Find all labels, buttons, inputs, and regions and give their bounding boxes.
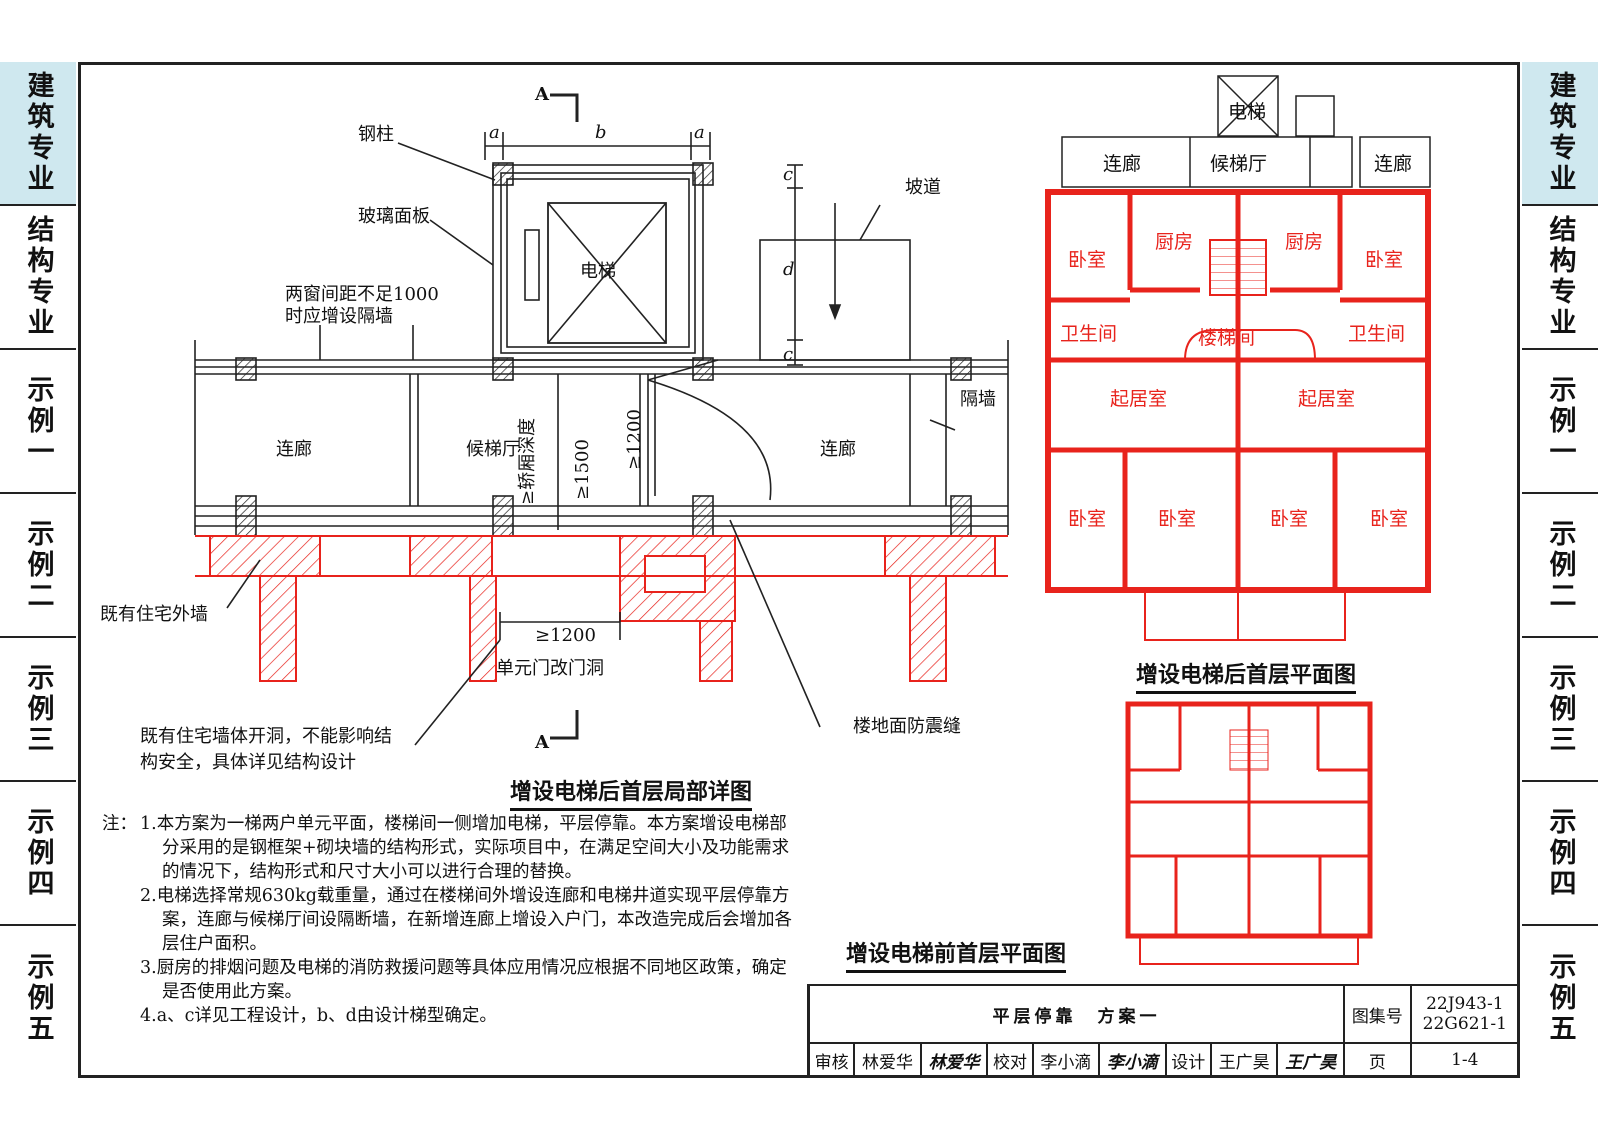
sheet-title: 平层停靠 方案一 — [807, 984, 1346, 1044]
detail-drawing — [194, 93, 1009, 746]
window-note-2: 时应增设隔墙 — [285, 306, 393, 327]
detail-caption: 增设电梯后首层局部详图 — [510, 774, 753, 811]
notes-label: 注： — [102, 814, 137, 834]
seismic-joint-label: 楼地面防震缝 — [853, 716, 961, 737]
after-elevator: 电梯 — [1228, 101, 1266, 123]
tab-architecture[interactable]: 建筑专业 — [0, 62, 76, 206]
partition-label: 隔墙 — [960, 389, 996, 410]
corridor-label-right: 连廊 — [820, 439, 856, 460]
tab-example-2[interactable]: 示例二 — [1522, 494, 1598, 638]
detail-labels: A A a b a c d c 钢柱 玻璃面板 两窗间距不足1000 时应增设隔… — [100, 84, 996, 773]
dim-a-right: a — [694, 122, 705, 143]
after-kitchen-right: 厨房 — [1285, 231, 1323, 253]
plan-after-labels: 电梯 连廊 候梯厅 连廊 厨房 厨房 卧室 卧室 卫生间 卫生间 楼梯间 起居室… — [1060, 101, 1412, 530]
plan-before — [1125, 701, 1373, 965]
after-bath-right: 卫生间 — [1348, 323, 1405, 345]
after-kitchen-left: 厨房 — [1155, 231, 1193, 253]
steel-column-label: 钢柱 — [358, 124, 394, 145]
unit-door-label: 单元门改门洞 — [496, 658, 604, 679]
tab-structure[interactable]: 结构专业 — [1522, 206, 1598, 350]
dim-d: d — [783, 259, 795, 280]
tab-example-3[interactable]: 示例三 — [1522, 638, 1598, 782]
plan-after-caption: 增设电梯后首层平面图 — [1136, 657, 1357, 694]
elevator-label: 电梯 — [580, 261, 616, 282]
tab-example-3[interactable]: 示例三 — [0, 638, 76, 782]
dim-c-bottom: c — [783, 344, 793, 365]
section-mark-bottom: A — [534, 732, 550, 753]
design-signature: 王广昊 — [1276, 1042, 1346, 1078]
after-corridor-right: 连廊 — [1374, 153, 1412, 175]
side-tabs-right: 建筑专业 结构专业 示例一 示例二 示例三 示例四 示例五 — [1522, 62, 1598, 1080]
check-label: 校对 — [986, 1042, 1034, 1078]
after-bedroom-ne: 卧室 — [1365, 249, 1403, 271]
atlas-number-2: 22G621-1 — [1422, 1014, 1507, 1034]
tab-example-1[interactable]: 示例一 — [0, 350, 76, 494]
after-lobby: 候梯厅 — [1210, 153, 1267, 175]
tab-structure[interactable]: 结构专业 — [0, 206, 76, 350]
page-label: 页 — [1343, 1042, 1412, 1078]
lobby-label: 候梯厅 — [466, 439, 520, 460]
note-item: 1.本方案为一梯两户单元平面，楼梯间一侧增加电梯，平层停靠。本方案增设电梯部分采… — [140, 814, 790, 882]
review-label: 审核 — [807, 1042, 856, 1078]
corridor-label-left: 连廊 — [276, 439, 312, 460]
tab-architecture[interactable]: 建筑专业 — [1522, 62, 1598, 206]
check-name: 李小滴 — [1031, 1042, 1101, 1078]
review-signature: 林爱华 — [919, 1042, 989, 1078]
plan-after — [1045, 75, 1431, 641]
section-mark-top: A — [534, 84, 550, 105]
page-number: 1-4 — [1409, 1042, 1521, 1078]
tab-example-4[interactable]: 示例四 — [0, 782, 76, 926]
dim-a-left: a — [489, 122, 500, 143]
after-living-right: 起居室 — [1298, 388, 1355, 410]
after-bedroom-1: 卧室 — [1068, 508, 1106, 530]
dim-1500: ≥1500 — [572, 439, 593, 500]
tab-example-5[interactable]: 示例五 — [22, 951, 54, 1045]
design-name: 王广昊 — [1209, 1042, 1279, 1078]
after-bath-left: 卫生间 — [1060, 323, 1117, 345]
atlas-number: 22J943-1 22G621-1 — [1409, 984, 1521, 1044]
after-bedroom-nw: 卧室 — [1068, 249, 1106, 271]
design-label: 设计 — [1164, 1042, 1212, 1078]
dim-c-top: c — [783, 164, 793, 185]
after-bedroom-3: 卧室 — [1270, 508, 1308, 530]
after-stairwell: 楼梯间 — [1198, 327, 1255, 349]
tab-example-5[interactable]: 示例五 — [1544, 951, 1576, 1045]
dim-1200-h: ≥1200 — [535, 625, 596, 646]
check-signature: 李小滴 — [1098, 1042, 1167, 1078]
ramp-label: 坡道 — [905, 177, 941, 198]
glass-panel-label: 玻璃面板 — [358, 206, 430, 227]
after-bedroom-2: 卧室 — [1158, 508, 1196, 530]
existing-wall-label: 既有住宅外墙 — [100, 604, 208, 625]
cab-depth-label: ≥轿厢深度 — [517, 418, 538, 505]
opening-note-1: 既有住宅墙体开洞，不能影响结 — [140, 726, 392, 747]
notes: 注： 1.本方案为一梯两户单元平面，楼梯间一侧增加电梯，平层停靠。本方案增设电梯… — [102, 812, 802, 1028]
tab-example-4[interactable]: 示例四 — [1522, 782, 1598, 926]
window-note-1: 两窗间距不足1000 — [285, 284, 439, 305]
note-item: 2.电梯选择常规630kg载重量，通过在楼梯间外增设连廊和电梯井道实现平层停靠方… — [140, 886, 792, 954]
after-living-left: 起居室 — [1110, 388, 1167, 410]
dim-b: b — [595, 122, 607, 143]
tab-example-1[interactable]: 示例一 — [1522, 350, 1598, 494]
after-corridor-left: 连廊 — [1103, 153, 1141, 175]
tab-example-2[interactable]: 示例二 — [0, 494, 76, 638]
side-tabs-left: 建筑专业 结构专业 示例一 示例二 示例三 示例四 示例五 — [0, 62, 76, 1080]
note-item: 4.a、c详见工程设计，b、d由设计梯型确定。 — [140, 1006, 497, 1026]
review-name: 林爱华 — [853, 1042, 922, 1078]
drawing-frame — [78, 62, 1520, 1078]
note-item: 3.厨房的排烟问题及电梯的消防救援问题等具体应用情况应根据不同地区政策，确定是否… — [140, 958, 787, 1002]
dim-1200-v: ≥1200 — [624, 409, 645, 470]
title-block: 平层停靠 方案一 图集号 22J943-1 22G621-1 审核 林爱华 林爱… — [807, 984, 1521, 1078]
opening-note-2: 构安全，具体详见结构设计 — [140, 752, 356, 773]
atlas-label: 图集号 — [1343, 984, 1412, 1044]
plan-before-caption: 增设电梯前首层平面图 — [846, 936, 1067, 973]
after-bedroom-4: 卧室 — [1370, 508, 1408, 530]
atlas-number-1: 22J943-1 — [1426, 994, 1504, 1014]
